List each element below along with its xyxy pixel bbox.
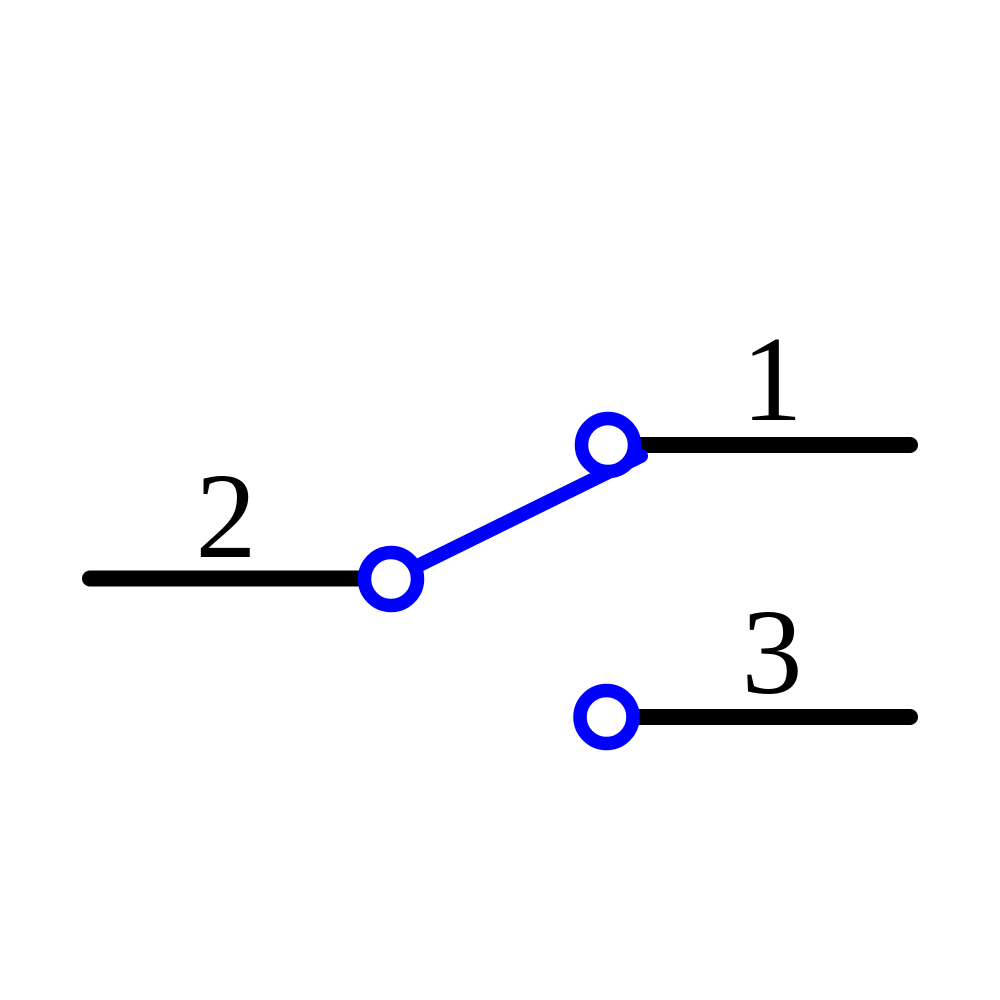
terminal-label-2: 2 bbox=[196, 449, 257, 584]
terminal-label-3: 3 bbox=[742, 585, 803, 720]
terminal-label-1: 1 bbox=[742, 312, 803, 447]
contact-circle-terminal-2 bbox=[357, 545, 425, 613]
contact-circle-terminal-3 bbox=[573, 683, 640, 751]
contact-circle-terminal-1 bbox=[574, 411, 642, 479]
